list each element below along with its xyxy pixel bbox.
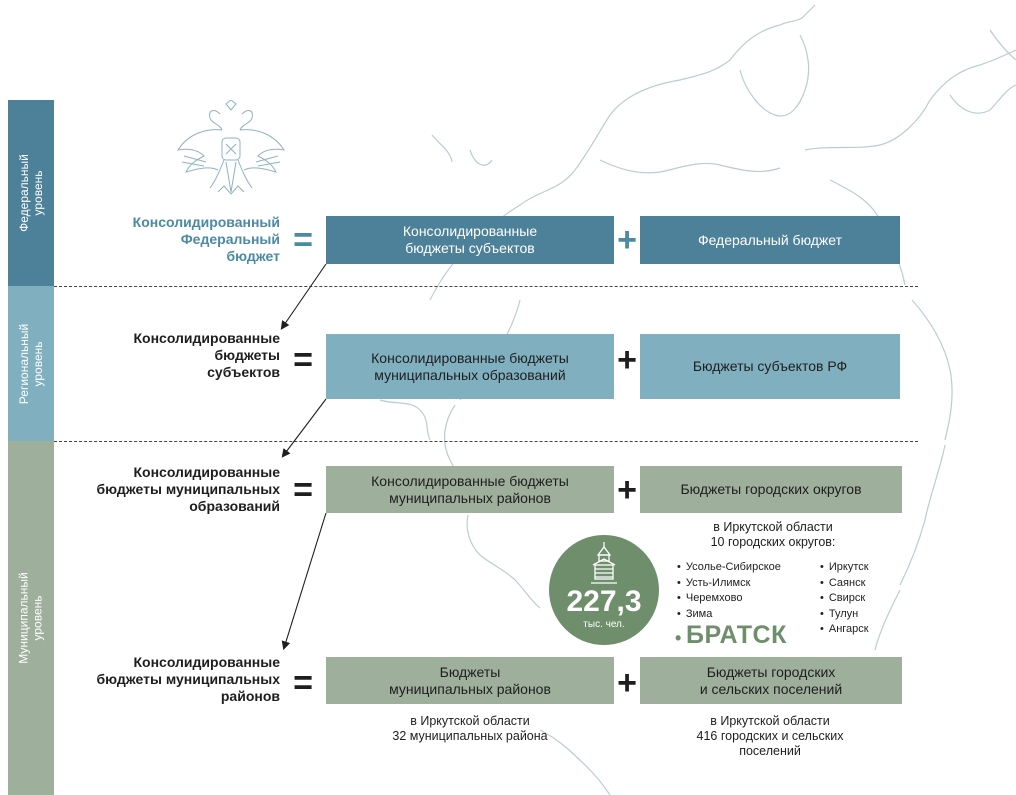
row1-label: Консолидированный Федеральный бюджет xyxy=(132,214,280,264)
city-list-item: Черемхово xyxy=(677,591,781,607)
coat-of-arms-icon xyxy=(176,100,286,195)
level-separator xyxy=(54,441,918,442)
federal-level-label: Федеральный уровень xyxy=(17,154,46,232)
row3-box-city-districts: Бюджеты городских округов xyxy=(640,466,902,513)
row2-label: Консолидированные бюджеты субъектов xyxy=(133,330,280,380)
row4-label: Консолидированные бюджеты муниципальных … xyxy=(96,654,280,704)
row4-plus-sign: + xyxy=(617,664,637,702)
city-districts-note: в Иркутской области 10 городских округов… xyxy=(710,520,836,549)
city-list-item: Зима xyxy=(677,607,781,623)
row2-box-consolidated-municipal: Консолидированные бюджеты муниципальных … xyxy=(326,334,614,399)
city-list-item: Тулун xyxy=(820,607,869,623)
row3-plus-sign: + xyxy=(617,471,637,509)
city-list-item: Саянск xyxy=(820,576,869,592)
row1-box-consolidated-subjects: Консолидированные бюджеты субъектов xyxy=(326,216,614,264)
wooden-tower-icon xyxy=(591,542,617,584)
row4-box-municipal-districts: Бюджеты муниципальных районов xyxy=(326,657,614,704)
bratsk-highlight: БРАТСК xyxy=(686,621,787,649)
city-list-item: Усть-Илимск xyxy=(677,576,781,592)
row3-box-consolidated-districts: Консолидированные бюджеты муниципальных … xyxy=(326,466,614,513)
city-list-left: Усолье-Сибирское Усть-Илимск Черемхово З… xyxy=(677,560,781,622)
row3-equals-sign: = xyxy=(293,471,313,509)
settlements-note: в Иркутской области 416 городских и сель… xyxy=(696,714,844,758)
municipal-level-bar: Муниципальный уровень xyxy=(8,441,54,795)
level-separator xyxy=(54,286,918,287)
population-badge: 227,3 тыс. чел. xyxy=(549,535,659,645)
row2-plus-sign: + xyxy=(617,341,637,379)
regional-level-bar: Региональный уровень xyxy=(8,286,54,441)
row3-label: Консолидированные бюджеты муниципальных … xyxy=(96,464,280,514)
row1-box-federal-budget: Федеральный бюджет xyxy=(640,216,900,264)
municipal-districts-note: в Иркутской области 32 муниципальных рай… xyxy=(392,714,548,743)
regional-level-label: Региональный уровень xyxy=(17,323,46,404)
federal-level-bar: Федеральный уровень xyxy=(8,100,54,286)
row2-equals-sign: = xyxy=(293,341,313,379)
row4-equals-sign: = xyxy=(293,664,313,702)
bratsk-bullet-icon: • xyxy=(675,628,682,648)
population-unit: тыс. чел. xyxy=(583,619,625,630)
row1-plus-sign: + xyxy=(617,221,637,259)
city-list-item: Ангарск xyxy=(820,622,869,638)
row4-box-settlements: Бюджеты городских и сельских поселений xyxy=(640,657,902,704)
population-value: 227,3 xyxy=(566,585,642,618)
row1-equals-sign: = xyxy=(293,221,313,259)
city-list-item: Свирск xyxy=(820,591,869,607)
municipal-level-label: Муниципальный уровень xyxy=(17,572,46,664)
city-list-right: Иркутск Саянск Свирск Тулун Ангарск xyxy=(820,560,869,638)
row2-box-subject-budgets: Бюджеты субъектов РФ xyxy=(640,334,900,399)
city-list-item: Иркутск xyxy=(820,560,869,576)
city-list-item: Усолье-Сибирское xyxy=(677,560,781,576)
